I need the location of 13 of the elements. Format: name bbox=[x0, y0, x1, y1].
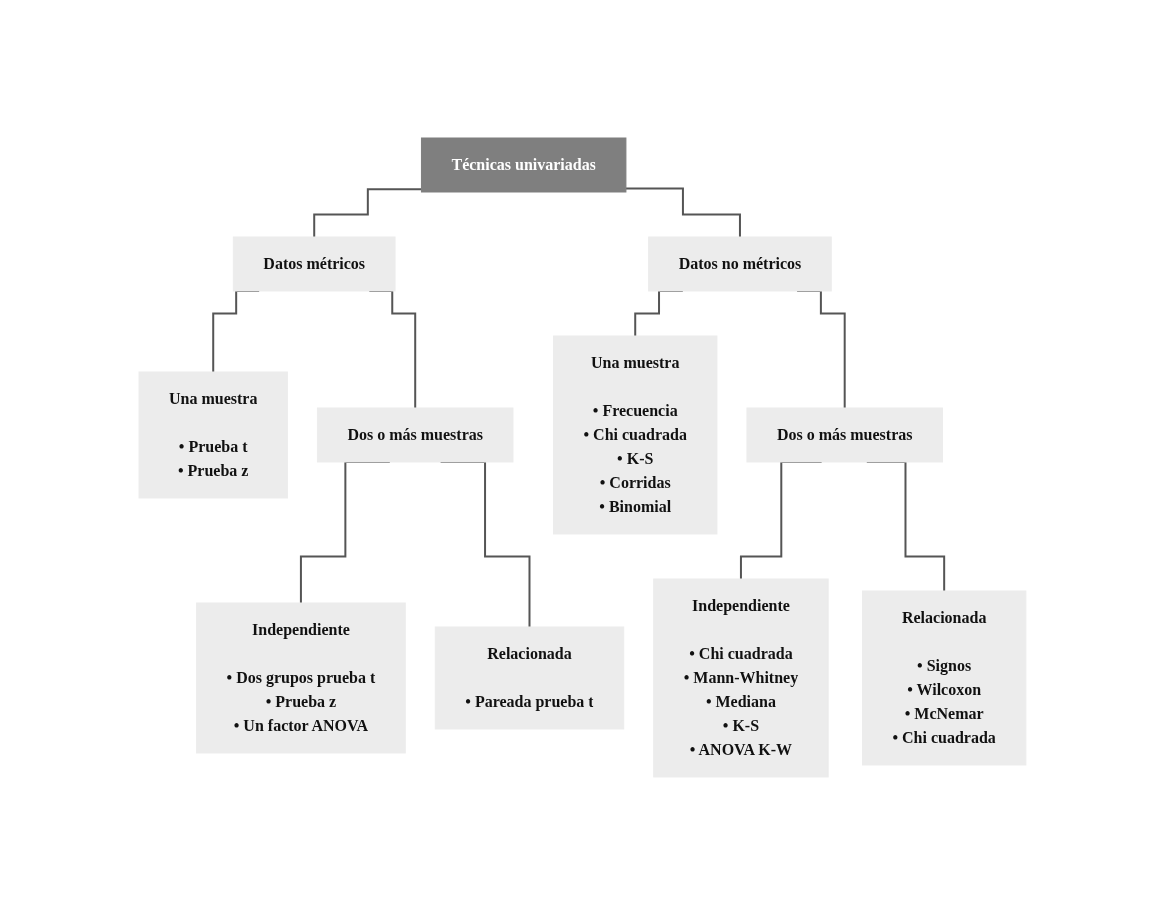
node-box: Datos no métricos bbox=[648, 236, 832, 292]
node-box: Una muestra • Frecuencia • Chi cuadrada • K-S • Corridas • Binomial bbox=[553, 335, 718, 535]
node-box: Una muestra • Prueba t • Prueba z bbox=[138, 371, 288, 499]
node-box: Independiente • Chi cuadrada • Mann-Whitney • Mediana • K-S • ANOVA K-W bbox=[653, 578, 829, 778]
node-box: Dos o más muestras bbox=[746, 407, 944, 463]
node-box: Dos o más muestras bbox=[317, 407, 514, 463]
node-box: Relacionada • Signos • Wilcoxon • McNemar • Chi cuadrada bbox=[862, 590, 1027, 766]
node-box: Relacionada • Pareada prueba t bbox=[434, 626, 625, 730]
connector bbox=[313, 188, 423, 238]
node-box: Técnicas univariadas bbox=[421, 137, 627, 193]
node-box: Independiente • Dos grupos prueba t • Prueba z • Un factor ANOVA bbox=[196, 602, 406, 754]
node-box: Datos métricos bbox=[232, 236, 396, 292]
connector bbox=[625, 187, 741, 238]
